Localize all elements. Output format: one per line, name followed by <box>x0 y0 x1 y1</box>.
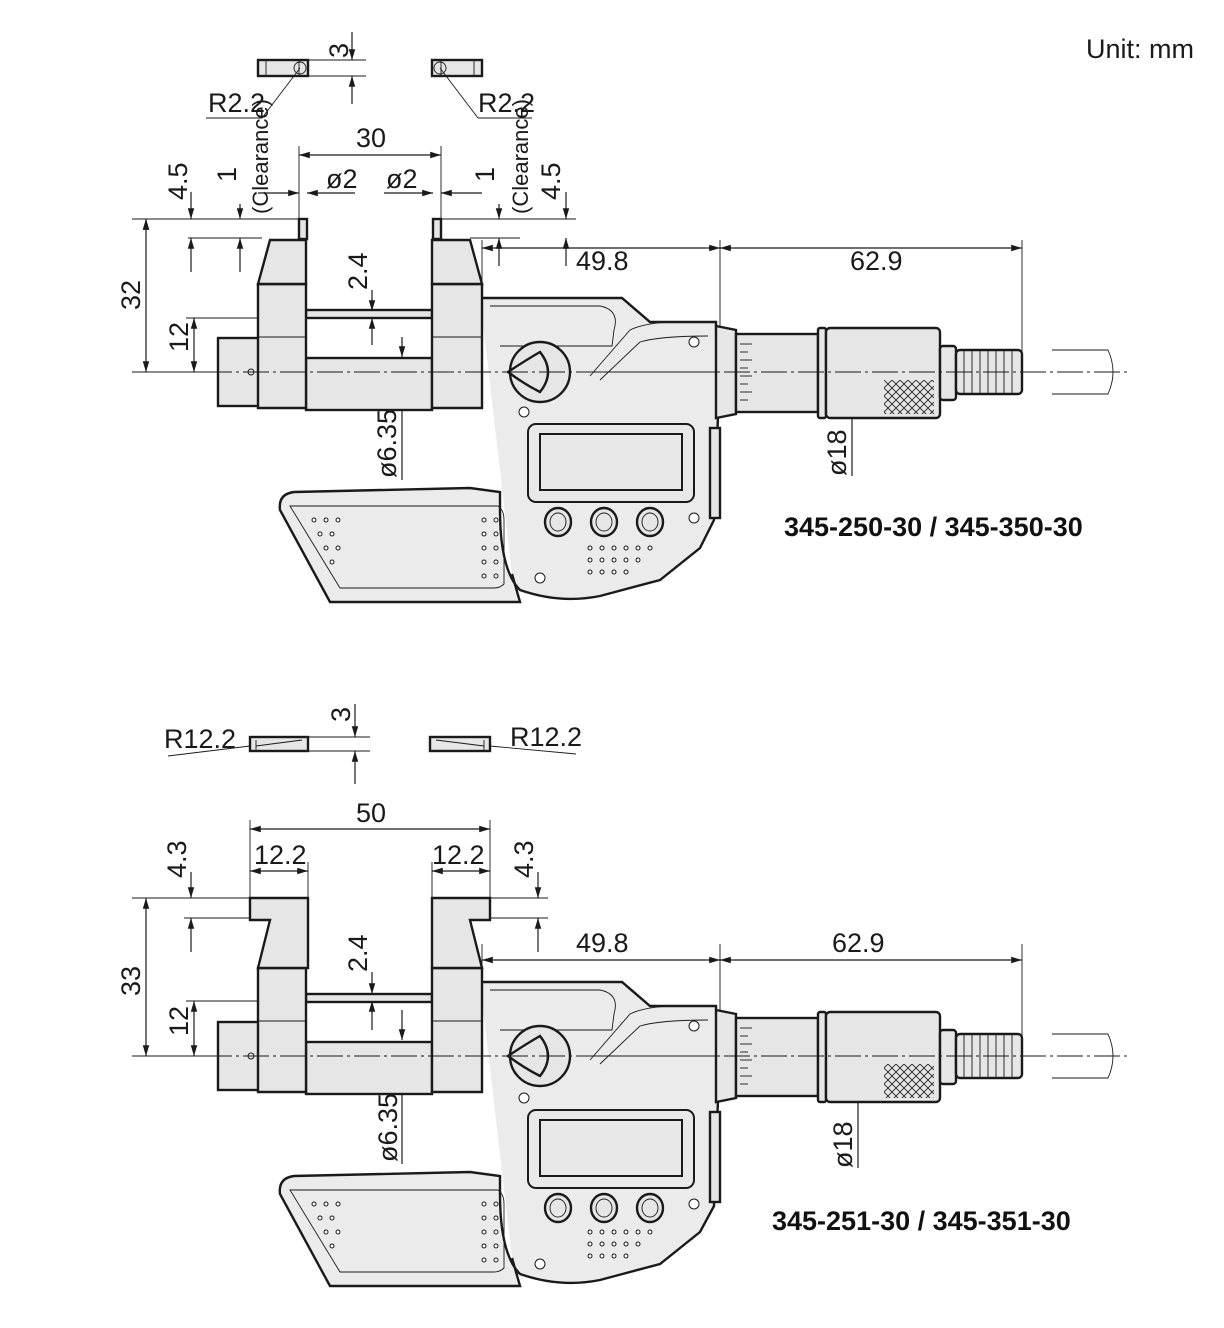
top-grip-dots <box>311 517 499 579</box>
top-dim-clearance-left: (Clearance) <box>248 99 273 214</box>
bottom-lcd-display <box>539 1119 683 1177</box>
bottom-button-1[interactable] <box>543 1192 573 1224</box>
top-button-3[interactable] <box>635 506 665 538</box>
top-jaw-left <box>256 282 308 410</box>
screw-icon <box>518 1092 530 1104</box>
top-dim-tip-dia-left: ø2 <box>326 164 358 194</box>
top-dim-radius-right: R2.2 <box>478 88 535 118</box>
bottom-dim-body-length: 49.8 <box>576 928 629 958</box>
bottom-spindle <box>304 1040 434 1096</box>
bottom-micrometer <box>132 896 1130 1288</box>
screw-icon <box>688 1198 700 1210</box>
top-dim-tip-thickness: 3 <box>324 43 354 58</box>
bottom-dim-tip-thickness: 3 <box>326 707 356 722</box>
top-dim-clearance-right-value: 1 <box>470 167 500 182</box>
top-dim-offset-right: 4.5 <box>536 162 566 200</box>
top-jaw-right <box>430 282 484 410</box>
top-grille-dots <box>587 545 653 575</box>
bottom-tip-details: 3 R12.2 R12.2 <box>164 704 582 784</box>
bottom-button-3[interactable] <box>635 1192 665 1224</box>
bottom-dim-spindle-dia: ø6.35 <box>373 1093 403 1162</box>
bottom-dim-offset-left: 4.3 <box>162 840 192 878</box>
top-dim-tip-spacing: 30 <box>356 123 386 153</box>
bottom-button-2[interactable] <box>589 1192 619 1224</box>
screw-icon <box>688 1020 700 1032</box>
top-dim-clearance-right: (Clearance) <box>508 99 533 214</box>
bottom-figure: 3 R12.2 R12.2 50 12.2 12.2 4.3 4.3 <box>116 704 1130 1288</box>
top-dim-body-length: 49.8 <box>576 246 629 276</box>
bottom-dim-offset-right: 4.3 <box>509 840 539 878</box>
top-micrometer <box>132 217 1130 604</box>
bottom-jaw-right <box>430 966 484 1094</box>
screw-icon <box>688 336 700 348</box>
top-grip-panel <box>289 505 505 589</box>
bottom-dim-radius-left: R12.2 <box>164 724 236 754</box>
top-lcd-display <box>539 433 683 491</box>
bottom-dim-overall-height: 33 <box>116 966 146 996</box>
bottom-dim-thimble-dia: ø18 <box>828 1121 858 1168</box>
top-dim-tip-dia-right: ø2 <box>386 164 418 194</box>
top-button-2[interactable] <box>589 506 619 538</box>
tip-section-left <box>248 735 310 753</box>
top-dim-offset-left: 4.5 <box>163 162 193 200</box>
tip-section-right <box>428 735 492 753</box>
bottom-grip-panel <box>289 1189 505 1273</box>
top-dim-jaw-height: 12 <box>164 322 194 352</box>
top-dim-radius-left: R2.2 <box>208 88 265 118</box>
top-sleeve <box>734 332 820 414</box>
bottom-model-label: 345-251-30 / 345-351-30 <box>772 1206 1071 1236</box>
bottom-dim-tip-width-left: 12.2 <box>254 840 307 870</box>
top-dim-overall-height: 32 <box>116 280 146 310</box>
bottom-jaw-left <box>256 966 308 1094</box>
bottom-dim-tip-spacing: 50 <box>356 798 386 828</box>
screw-icon <box>518 406 530 418</box>
top-scale-ticks <box>740 343 752 401</box>
bottom-dim-radius-right: R12.2 <box>510 722 582 752</box>
top-tip-details: 3 R2.2 R2.2 <box>206 32 535 119</box>
top-model-label: 345-250-30 / 345-350-30 <box>784 512 1083 542</box>
top-dim-rod-gap: 2.4 <box>343 252 373 290</box>
bottom-dim-tip-width-right: 12.2 <box>432 840 485 870</box>
bottom-scale-ticks <box>740 1027 752 1085</box>
top-dim-thimble-dia: ø18 <box>822 429 852 476</box>
bottom-dim-jaw-height: 12 <box>164 1006 194 1036</box>
bottom-dim-thimble-length: 62.9 <box>832 928 885 958</box>
bottom-grip-dots <box>311 1201 499 1263</box>
unit-label: Unit: mm <box>1086 34 1194 64</box>
bottom-buttons[interactable] <box>543 1192 665 1224</box>
top-button-1[interactable] <box>543 506 573 538</box>
top-buttons[interactable] <box>543 506 665 538</box>
top-dim-thimble-length: 62.9 <box>850 246 903 276</box>
top-figure: 3 R2.2 R2.2 30 ø2 ø2 4.5 1 (Clearanc <box>116 32 1130 604</box>
top-tip-right <box>431 217 443 241</box>
bottom-dim-rod-gap: 2.4 <box>343 934 373 972</box>
top-dim-clearance-left-value: 1 <box>212 167 242 182</box>
screw-icon <box>534 1258 546 1270</box>
top-tip-left <box>297 217 309 241</box>
bottom-grille-dots <box>587 1229 653 1259</box>
bottom-sleeve <box>734 1016 820 1098</box>
screw-icon <box>688 512 700 524</box>
top-dim-spindle-dia: ø6.35 <box>372 409 402 478</box>
screw-icon <box>534 572 546 584</box>
top-spindle <box>304 356 434 412</box>
